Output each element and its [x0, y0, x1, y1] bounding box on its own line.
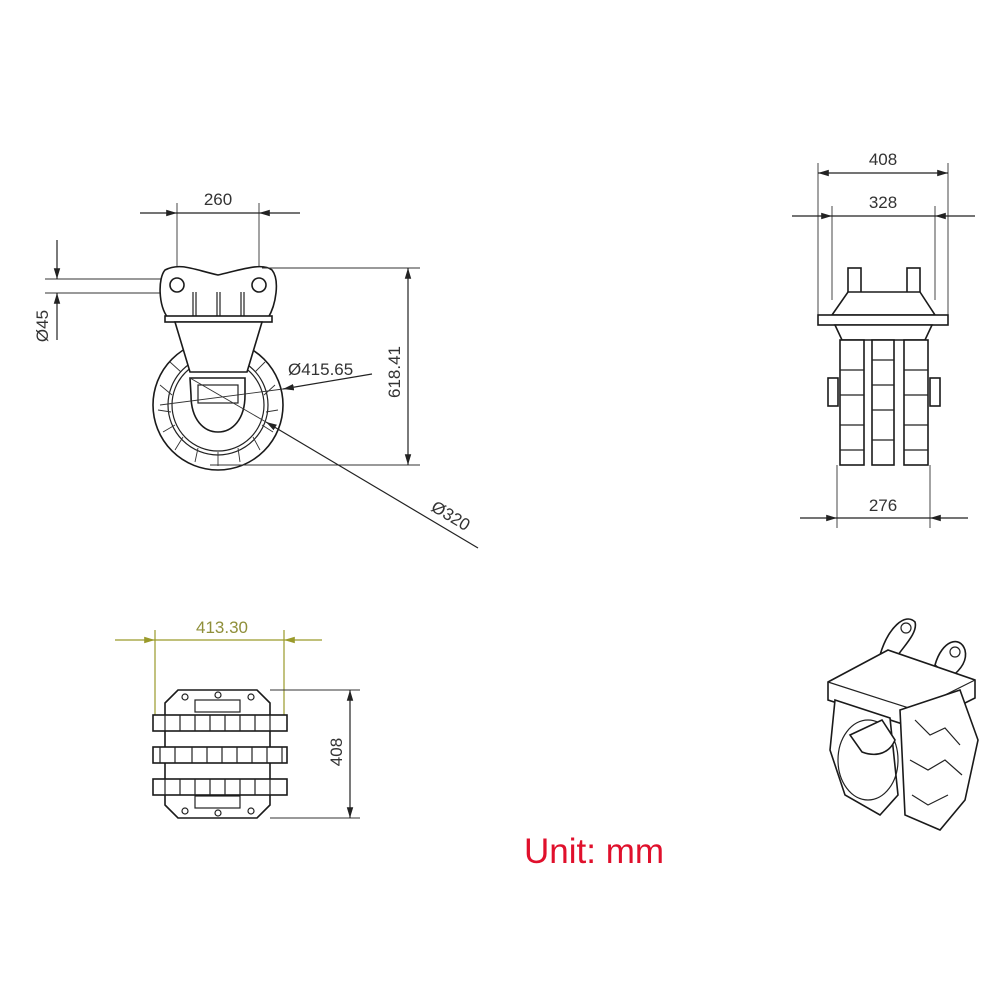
dim-top-depth: 408 — [327, 738, 346, 766]
unit-label: Unit: mm — [524, 832, 664, 871]
dim-inner-diameter: Ø320 — [428, 497, 473, 535]
dim-outer-diameter: Ø415.65 — [288, 360, 353, 379]
side-view-drum — [827, 339, 941, 466]
dim-pin-diameter: Ø45 — [33, 310, 52, 342]
dim-drum-width: 276 — [869, 496, 897, 515]
dim-overall-height: 618.41 — [385, 346, 404, 398]
dim-pin-spacing: 260 — [204, 190, 232, 209]
isometric-view — [827, 618, 979, 831]
top-view: 413.30 408 — [115, 618, 360, 819]
dim-top-width: 413.30 — [196, 618, 248, 637]
front-view: 260 Ø45 618.41 Ø415.65 — [33, 190, 479, 549]
top-view-teeth — [152, 714, 288, 796]
dim-bracket-width: 328 — [869, 193, 897, 212]
side-view: 408 328 276 — [792, 150, 975, 528]
dim-overall-width: 408 — [869, 150, 897, 169]
